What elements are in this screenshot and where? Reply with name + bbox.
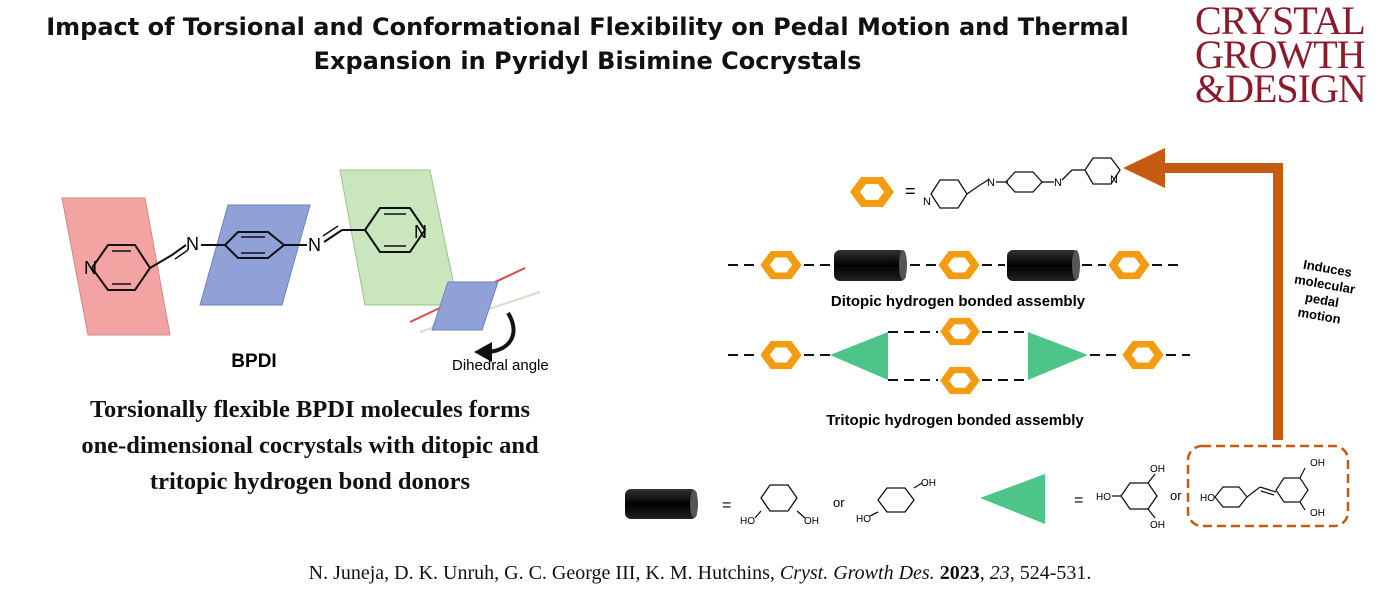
citation-year: 2023: [939, 562, 980, 584]
bpdi-hex-icon: [1122, 340, 1164, 370]
logo-line-3: &DESIGN: [1195, 66, 1367, 111]
hydroxyl-label: OH: [921, 478, 936, 489]
ditopic-cylinder-icon: [1007, 250, 1079, 281]
phenyl-plane-center: [199, 204, 311, 306]
atom-N-label: N: [1110, 174, 1118, 186]
logo-line-2: GROWTH: [1195, 32, 1366, 77]
tritopic-caption: Tritopic hydrogen bonded assembly: [826, 412, 1084, 429]
or-label: or: [833, 495, 845, 510]
equals-sign: =: [722, 497, 731, 514]
citation: N. Juneja, D. K. Unruh, G. C. George III…: [308, 562, 1092, 584]
bpdi-hex-icon: [938, 250, 980, 280]
bpdi-hex-icon: [940, 317, 980, 346]
highlight-dashed-box: [1186, 444, 1350, 528]
hydroxyl-label: OH: [1310, 508, 1325, 519]
hydroxyl-label: OH: [1150, 520, 1165, 531]
description-line-3: tritopic hydrogen bond donors: [149, 468, 471, 495]
hydroxyl-label: HO: [856, 514, 871, 525]
hydroxyl-label: OH: [1310, 458, 1325, 469]
citation-journal: Cryst. Growth Des.: [779, 562, 935, 584]
atom-N-label: N: [84, 258, 97, 278]
logo-line-1: CRYSTAL: [1195, 0, 1366, 43]
bpdi-label: BPDI: [231, 351, 276, 372]
pedal-motion-label: Induces molecular pedal motion: [1293, 257, 1356, 327]
hydroxyl-label: HO: [740, 516, 755, 527]
bpdi-hex-icon: [760, 340, 802, 370]
page-title: Impact of Torsional and Conformational F…: [0, 10, 1175, 78]
bpdi-molecule-figure: N N N N BPDI: [61, 169, 459, 372]
journal-logo: CRYSTAL GROWTH &DESIGN: [1195, 0, 1395, 111]
pyridine-ring-right: [363, 207, 427, 253]
hydroxyl-label: HO: [1200, 493, 1215, 504]
atom-N-label: N: [987, 177, 995, 189]
title-line-2: Expansion in Pyridyl Bisimine Cocrystals: [313, 47, 862, 75]
atom-N-label: N: [1054, 177, 1062, 189]
citation-volume: 23: [989, 562, 1010, 584]
title-line-1: Impact of Torsional and Conformational F…: [46, 13, 1129, 41]
phenyl-ring: [223, 231, 286, 259]
atom-N-label: N: [923, 196, 931, 208]
ditopic-cylinder-icon: [834, 250, 906, 281]
pyridyl-plane-right: [339, 169, 459, 306]
tritopic-triangle-icon: [980, 474, 1045, 524]
equals-sign: =: [905, 181, 916, 201]
pyridine-ring-left: [90, 244, 152, 291]
donor-legend: = HO OH or HO OH = OH HO OH or HO: [625, 444, 1350, 531]
citation-pages: , 524-531.: [1009, 562, 1092, 584]
bpdi-hex-icon: [760, 250, 802, 280]
svg-text:pedal: pedal: [1304, 290, 1340, 311]
bpdi-structure-small: [930, 157, 1121, 209]
dihedral-angle-inset: Dihedral angle: [409, 267, 549, 374]
pedal-motion-arrow: [1123, 148, 1283, 440]
ditopic-assembly: [728, 250, 1178, 281]
bpdi-hex-icon: [1108, 250, 1150, 280]
tritopic-triangle-icon: [1028, 332, 1088, 380]
atom-N-label: N: [308, 235, 321, 255]
tritopic-triangle-icon: [830, 332, 888, 380]
ditopic-cylinder-icon: [625, 489, 697, 519]
description-text: Torsionally flexible BPDI molecules form…: [20, 392, 600, 500]
equals-sign: =: [1074, 492, 1083, 509]
bpdi-hex-icon: [940, 366, 980, 395]
svg-text:motion: motion: [1297, 304, 1342, 326]
hydroxyl-label: OH: [1150, 464, 1165, 475]
dihedral-label: Dihedral angle: [452, 357, 549, 374]
ditopic-caption: Ditopic hydrogen bonded assembly: [831, 293, 1086, 310]
hydroxyl-label: OH: [804, 516, 819, 527]
pyridyl-plane-left: [61, 197, 171, 336]
description-line-1: Torsionally flexible BPDI molecules form…: [89, 396, 531, 423]
description-line-2: one-dimensional cocrystals with ditopic …: [81, 432, 539, 459]
rotation-arrow-icon: [487, 311, 516, 354]
atom-N-label: N: [414, 222, 427, 242]
citation-authors: N. Juneja, D. K. Unruh, G. C. George III…: [308, 562, 780, 584]
atom-N-label: N: [186, 234, 199, 254]
hydroxyl-label: HO: [1096, 492, 1111, 503]
or-label: or: [1170, 488, 1182, 503]
bpdi-hex-icon: [850, 177, 894, 207]
tritopic-assembly: [728, 317, 1190, 395]
